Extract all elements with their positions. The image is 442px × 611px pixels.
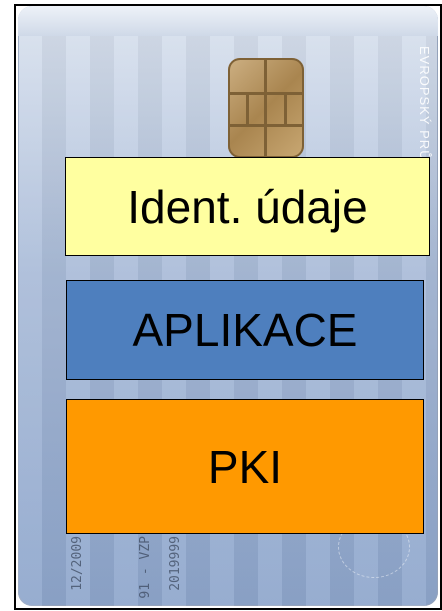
card-field-number: 2019999 (168, 536, 183, 591)
card-top-strip (18, 6, 438, 36)
smart-card-chip-icon (228, 58, 304, 158)
diagram-frame (14, 4, 442, 610)
pki-label: PKI (207, 440, 283, 493)
pki-block: PKI (66, 399, 424, 534)
card-field-insurer: 91 - VZP (138, 536, 153, 599)
application-block: APLIKACE (66, 280, 424, 380)
application-label: APLIKACE (132, 304, 358, 356)
card-field-date: 12/2009 (70, 536, 85, 591)
card-side-text: EVROPSKÝ PRŮ (417, 46, 432, 161)
ident-data-label: Ident. údaje (127, 180, 368, 233)
ident-data-block: Ident. údaje (65, 157, 430, 256)
